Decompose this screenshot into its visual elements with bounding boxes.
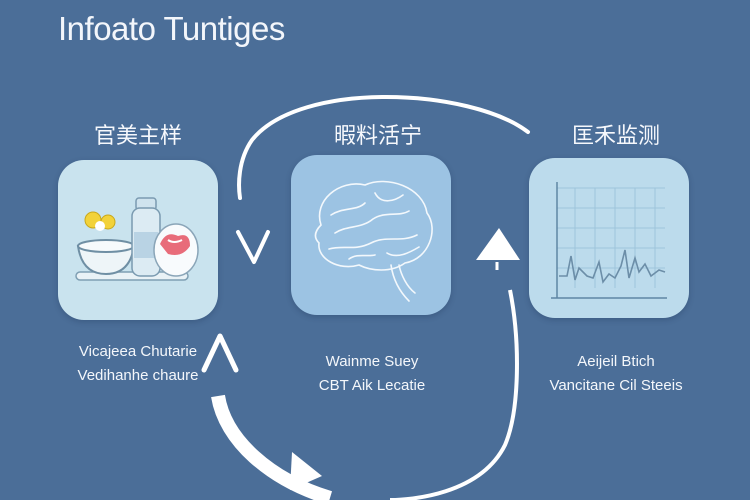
step-1-card [58,160,218,320]
right-cycle-arrow [389,289,519,500]
step-1-caption: Vicajeea Chutarie Vedihanhe chaure [48,340,228,388]
down-chevron-icon [236,230,270,264]
step-3-label: 匡禾监测 [571,124,660,149]
bottom-cycle-arrow [211,394,333,500]
bottom-arrowhead-icon [290,452,322,490]
step-2-caption-line-1: Wainme Suey [325,353,419,370]
step-3-caption-line-2: Vancitane Cil Steeis [549,377,683,394]
step-2-caption: Wainme Suey CBT Aik Lecatie [292,350,452,398]
step-2-caption-line-2: CBT Aik Lecatie [318,377,426,394]
step-3-caption: Aeijeil Btich Vancitane Cil Steeis [526,350,706,398]
brain-icon [314,180,433,302]
up-triangle-icon [476,228,520,260]
food-bowl-and-pill-bottle-icon [75,197,199,281]
step-2-label: 暇料活宁 [333,124,422,149]
page-title: Infoato Tuntiges [58,10,285,47]
step-3-card [529,158,689,318]
step-1-caption-line-2: Vedihanhe chaure [77,367,199,384]
up-chevron-icon [201,333,239,373]
monitor-chart-icon [551,182,667,299]
step-2-card [291,155,451,315]
step-1-label: 官美主样 [93,124,182,149]
top-cycle-arrow [237,95,530,200]
step-1-caption-line-1: Vicajeea Chutarie [78,343,198,360]
step-3-caption-line-1: Aeijeil Btich [577,353,655,370]
